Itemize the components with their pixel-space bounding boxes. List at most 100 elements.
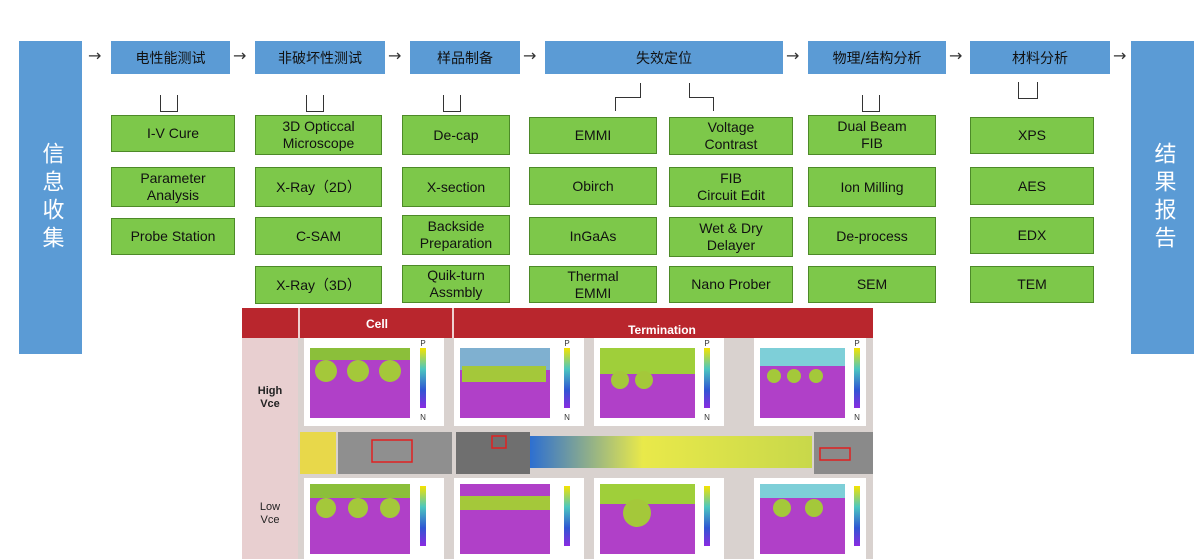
method-emmi: EMMI xyxy=(529,117,657,154)
cross-section-strip xyxy=(300,432,873,474)
scale-label-n: N xyxy=(854,413,860,422)
sim-color-scale xyxy=(704,348,710,408)
stage-header-nondestructive: 非破坏性测试 xyxy=(255,41,385,74)
method-xps: XPS xyxy=(970,117,1094,154)
result-report-label: 结果报告 xyxy=(1150,141,1176,254)
sim-well xyxy=(611,371,629,389)
flow-arrow: → xyxy=(88,46,102,65)
sim-well xyxy=(379,360,401,382)
method-obirch: Obirch xyxy=(529,167,657,205)
method-tem: TEM xyxy=(970,266,1094,303)
sim-well xyxy=(773,499,791,517)
method-wet-dry-delayer: Wet & Dry Delayer xyxy=(669,217,793,257)
strip-segment xyxy=(300,432,336,474)
sim-well xyxy=(635,371,653,389)
scale-label-n: N xyxy=(420,413,426,422)
sim-field xyxy=(600,484,695,504)
connector-line xyxy=(640,83,641,98)
sim-well xyxy=(787,369,801,383)
connector-line xyxy=(615,97,641,98)
sim-color-scale xyxy=(854,486,860,546)
method-probe-station: Probe Station xyxy=(111,218,235,255)
sim-color-scale xyxy=(704,486,710,546)
sim-well xyxy=(348,498,368,518)
method-quick-turn-assembly: Quik-turn Assmbly xyxy=(402,265,510,303)
label-low-vce-line1: Low xyxy=(260,501,280,513)
label-high-vce-line2: Vce xyxy=(260,398,280,410)
strip-segment xyxy=(814,432,873,474)
connector-line xyxy=(713,97,714,111)
sim-color-scale xyxy=(420,348,426,408)
flow-arrow: → xyxy=(949,46,963,65)
connector-line xyxy=(862,95,880,112)
strip-segment xyxy=(338,432,452,474)
sim-field xyxy=(310,348,410,360)
sim-color-scale xyxy=(564,486,570,546)
tcad-simulation-photo: Cell Termination High Vce Low Vce P N P xyxy=(242,308,873,559)
connector-line xyxy=(689,97,714,98)
method-edx: EDX xyxy=(970,217,1094,254)
sim-field xyxy=(310,484,410,498)
sim-well xyxy=(623,499,651,527)
stage-header-electrical: 电性能测试 xyxy=(111,41,230,74)
sim-field xyxy=(760,348,845,366)
highlight-box xyxy=(491,435,507,449)
method-decap: De-cap xyxy=(402,115,510,155)
connector-line xyxy=(1018,82,1038,99)
high-vce-panels xyxy=(304,338,866,426)
method-3d-optical-microscope: 3D Opticcal Microscope xyxy=(255,115,382,155)
label-low-vce-line2: Vce xyxy=(261,514,280,526)
scale-label-p: P xyxy=(564,339,569,348)
method-parameter-analysis: Parameter Analysis xyxy=(111,167,235,207)
flow-arrow: → xyxy=(233,46,247,65)
strip-segment xyxy=(456,432,530,474)
scale-label-p: P xyxy=(854,339,859,348)
photo-header-bar xyxy=(242,308,873,338)
stage-header-fault-isolation: 失效定位 xyxy=(545,41,783,74)
flow-arrow: → xyxy=(523,46,537,65)
connector-line xyxy=(306,95,324,112)
flow-arrow: → xyxy=(1113,46,1127,65)
method-de-process: De-process xyxy=(808,217,936,255)
method-xray-3d: X-Ray（3D） xyxy=(255,266,382,304)
method-dual-beam-fib: Dual Beam FIB xyxy=(808,115,936,155)
strip-segment xyxy=(530,436,812,468)
method-sem: SEM xyxy=(808,266,936,303)
method-nano-prober: Nano Prober xyxy=(669,266,793,303)
low-vce-panels xyxy=(304,478,866,559)
stage-header-physical-analysis: 物理/结构分析 xyxy=(808,41,946,74)
label-high-vce-line1: High xyxy=(258,385,283,397)
sim-well xyxy=(315,360,337,382)
flow-arrow: → xyxy=(786,46,800,65)
sim-well xyxy=(460,496,550,510)
connector-line xyxy=(443,95,461,112)
flow-arrow: → xyxy=(388,46,402,65)
stage-header-sample-prep: 样品制备 xyxy=(410,41,520,74)
method-voltage-contrast: Voltage Contrast xyxy=(669,117,793,155)
method-xray-2d: X-Ray（2D） xyxy=(255,167,382,207)
connector-line xyxy=(615,97,616,111)
sim-color-scale xyxy=(854,348,860,408)
photo-row-label-panel xyxy=(242,338,298,559)
scale-label-n: N xyxy=(704,413,710,422)
result-report-bar: 结果报告 xyxy=(1131,41,1194,354)
info-collection-bar: 信息收集 xyxy=(19,41,82,354)
sim-well xyxy=(767,369,781,383)
sim-well xyxy=(462,366,546,382)
photo-header-cell: Cell xyxy=(366,317,388,331)
sim-color-scale xyxy=(564,348,570,408)
sim-well xyxy=(347,360,369,382)
method-backside-preparation: Backside Preparation xyxy=(402,215,510,255)
method-x-section: X-section xyxy=(402,167,510,207)
scale-label-n: N xyxy=(564,413,570,422)
method-iv-curve: I-V Cure xyxy=(111,115,235,152)
method-ion-milling: Ion Milling xyxy=(808,167,936,207)
info-collection-label: 信息收集 xyxy=(38,141,64,254)
sim-well xyxy=(805,499,823,517)
method-thermal-emmi: Thermal EMMI xyxy=(529,266,657,303)
method-aes: AES xyxy=(970,167,1094,205)
sim-field xyxy=(600,348,695,374)
method-ingaas: InGaAs xyxy=(529,217,657,255)
sim-field xyxy=(460,484,550,554)
connector-line xyxy=(160,95,178,112)
